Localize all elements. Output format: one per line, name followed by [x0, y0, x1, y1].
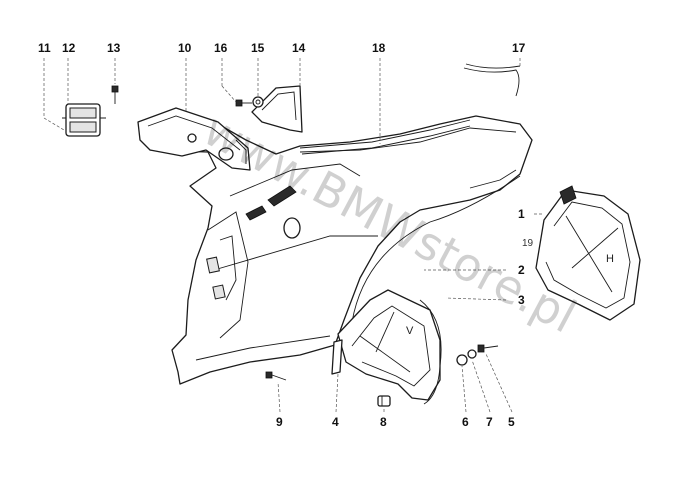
callout-5: 5 [508, 415, 515, 429]
screw-13-part [111, 85, 119, 104]
washer-6-part [456, 354, 468, 366]
callout-11: 11 [38, 41, 51, 55]
front-liner-letter: V [406, 325, 414, 337]
callout-9: 9 [276, 415, 283, 429]
side-panel-part [139, 115, 533, 385]
washer-7-part [467, 349, 477, 359]
callout-16: 16 [214, 41, 228, 55]
callout-3: 3 [518, 293, 525, 307]
callout-12: 12 [62, 41, 76, 55]
callout-15: 15 [251, 41, 265, 55]
pillar-bracket-part [137, 107, 251, 171]
callout-17: 17 [512, 41, 526, 55]
front-liner-part [337, 289, 442, 405]
cover-plate-part [251, 85, 303, 133]
callout-7: 7 [486, 415, 493, 429]
bolt-16-part [235, 99, 252, 107]
nut-8-part [377, 395, 391, 407]
leader-lines [43, 58, 544, 413]
rear-liner-part [535, 185, 641, 321]
callout-10: 10 [178, 41, 192, 55]
seal-strip-part [463, 63, 521, 97]
callout-6: 6 [462, 415, 469, 429]
screw-5-part [477, 344, 499, 353]
clip-bracket-part [62, 103, 106, 137]
callout-4: 4 [332, 415, 339, 429]
callout-19: 19 [522, 238, 534, 249]
bolt-9-part [265, 371, 287, 381]
callout-2: 2 [518, 263, 525, 277]
callout-8: 8 [380, 415, 387, 429]
callout-13: 13 [107, 41, 121, 55]
callout-1: 1 [518, 207, 525, 221]
callout-14: 14 [292, 41, 306, 55]
rear-liner-letter: H [606, 253, 614, 265]
callout-18: 18 [372, 41, 386, 55]
washer-15-part [252, 96, 264, 108]
clip-4-part [331, 339, 343, 375]
trim-strip-part [299, 119, 471, 155]
